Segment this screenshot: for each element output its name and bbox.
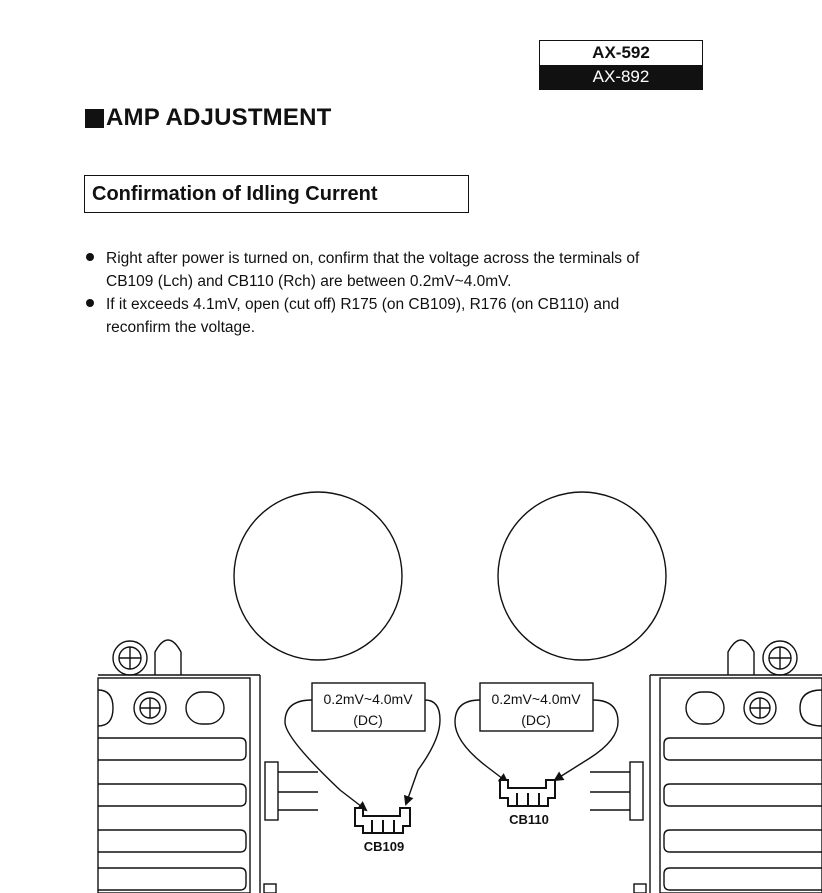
model-box: AX-592 AX-892 — [539, 40, 703, 90]
section-title: AMP ADJUSTMENT — [85, 104, 331, 132]
connector-cb110-icon — [499, 779, 556, 807]
capacitor-left — [233, 491, 403, 661]
heatsink-left — [97, 639, 318, 893]
model-primary: AX-592 — [592, 43, 650, 62]
meter-right-voltage: 0.2mV~4.0mV — [491, 691, 581, 707]
connector-right-label: CB110 — [509, 812, 549, 827]
heatsink-right — [590, 639, 822, 893]
meter-left-mode: (DC) — [353, 712, 383, 728]
connector-cb109-icon — [354, 807, 411, 834]
instruction-list: Right after power is turned on, confirm … — [85, 247, 645, 339]
list-item-text: If it exceeds 4.1mV, open (cut off) R175… — [106, 296, 620, 336]
meter-box-right — [479, 682, 594, 732]
probe-lead-left-b — [403, 699, 441, 806]
probe-lead-right-b — [553, 699, 619, 782]
section-title-text: AMP ADJUSTMENT — [106, 104, 332, 131]
subsection-title: Confirmation of Idling Current — [84, 175, 469, 213]
capacitor-right — [497, 491, 667, 661]
black-square-icon — [85, 108, 104, 128]
model-secondary: AX-892 — [540, 65, 702, 89]
meter-right-mode: (DC) — [521, 712, 551, 728]
probe-lead-right-a — [454, 699, 509, 784]
meter-box-left — [311, 682, 426, 732]
probe-lead-left-a — [284, 699, 368, 812]
meter-left-voltage: 0.2mV~4.0mV — [323, 691, 413, 707]
list-item-text: Right after power is turned on, confirm … — [106, 250, 640, 290]
bullet-icon — [86, 299, 94, 307]
screw-icon — [133, 691, 167, 725]
bullet-icon — [86, 253, 94, 261]
list-item: If it exceeds 4.1mV, open (cut off) R175… — [85, 293, 645, 339]
list-item: Right after power is turned on, confirm … — [85, 247, 645, 293]
connector-left-label: CB109 — [364, 839, 404, 854]
screw-icon — [743, 691, 777, 725]
